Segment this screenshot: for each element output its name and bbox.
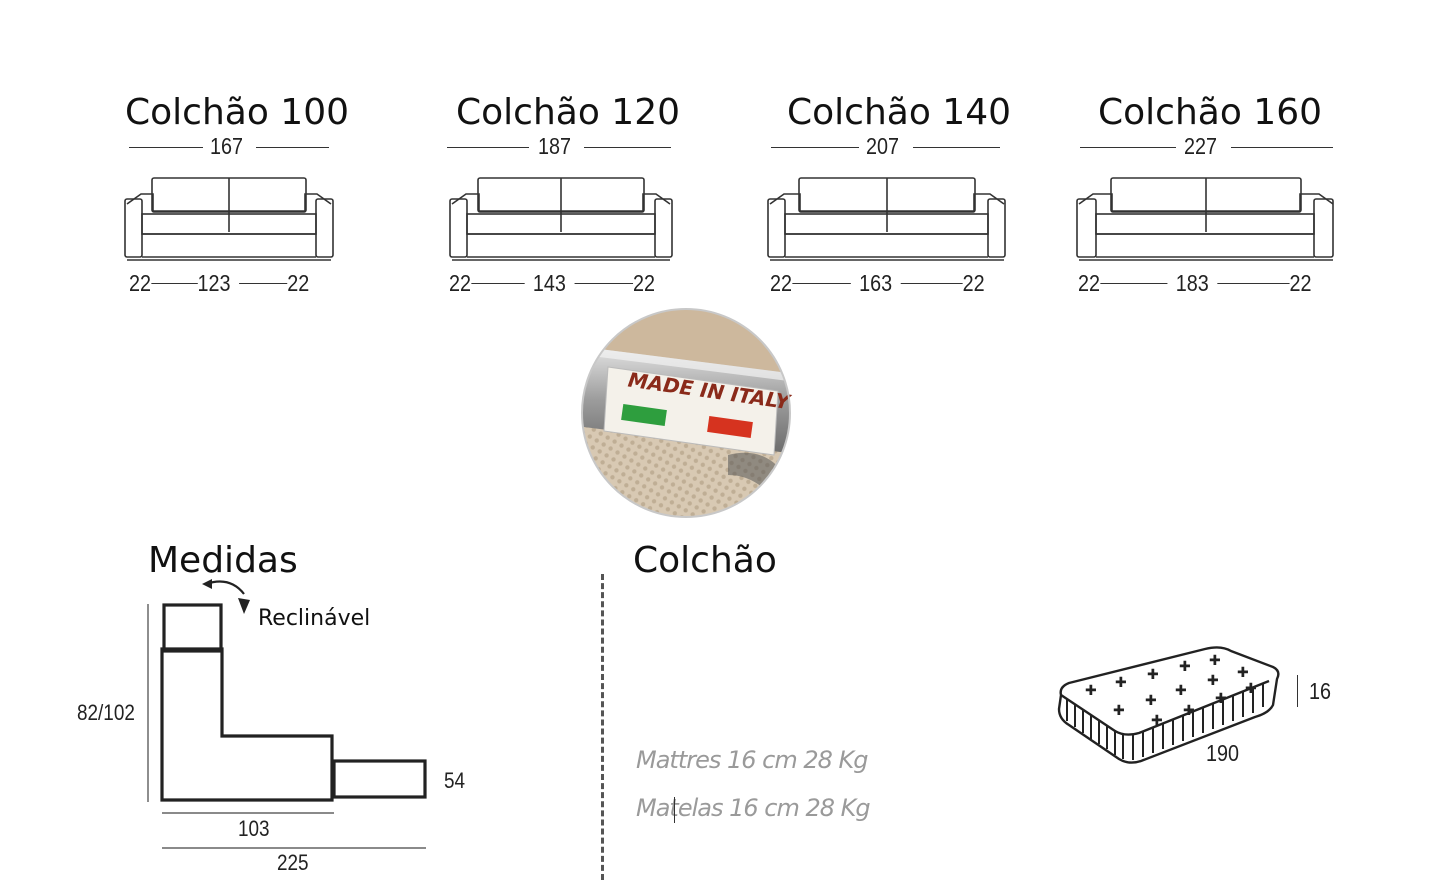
total-width-label: 187 bbox=[538, 133, 572, 159]
height-label: 82/102 bbox=[77, 700, 135, 725]
recliner-profile-drawing bbox=[147, 603, 427, 849]
sofa-drawing bbox=[124, 177, 334, 261]
svg-text:✚: ✚ bbox=[1237, 665, 1249, 681]
total-width-line-right bbox=[584, 147, 671, 148]
width-breakdown: 22 183 22 bbox=[1078, 270, 1327, 297]
sofa-drawing bbox=[1076, 177, 1334, 261]
total-width-line-right bbox=[1231, 147, 1333, 148]
colchao-title: Colchão bbox=[633, 540, 777, 581]
flag-green-icon bbox=[621, 404, 667, 426]
flag-red-icon bbox=[707, 416, 753, 438]
seat-width: 163 bbox=[859, 270, 893, 296]
svg-text:✚: ✚ bbox=[1179, 659, 1191, 675]
mattress-spec-en: Mattres 16 cm 28 Kg bbox=[636, 746, 869, 774]
total-width-line-right bbox=[913, 147, 1000, 148]
mattress-length-label: 190 bbox=[1206, 740, 1240, 766]
total-width-line-left bbox=[129, 147, 203, 148]
recline-arrow-icon bbox=[202, 579, 250, 614]
mattress-drawing: ✚✚✚ ✚✚✚ ✚✚✚ ✚✚✚ ✚✚ bbox=[1057, 646, 1280, 764]
right-arm-width: 22 bbox=[962, 270, 985, 296]
sofa-drawing bbox=[767, 177, 1006, 261]
total-width-label: 207 bbox=[866, 133, 900, 159]
recline-label: Reclinável bbox=[258, 606, 371, 631]
svg-text:✚: ✚ bbox=[1151, 713, 1163, 729]
total-width-label: 167 bbox=[210, 133, 244, 159]
width-breakdown: 22 143 22 bbox=[449, 270, 673, 297]
svg-text:✚: ✚ bbox=[1113, 703, 1125, 719]
width-breakdown: 22 123 22 bbox=[129, 270, 329, 297]
svg-text:✚: ✚ bbox=[1147, 667, 1159, 683]
total-width-label: 227 bbox=[1184, 133, 1218, 159]
seat-width: 183 bbox=[1175, 270, 1209, 296]
svg-text:✚: ✚ bbox=[1145, 693, 1157, 709]
mattress-spec-fr: Matelas 16 cm 28 Kg bbox=[636, 794, 871, 822]
sofa-title: Colchão 140 bbox=[787, 92, 1012, 133]
footrest-height-label: 54 bbox=[444, 768, 466, 793]
svg-text:✚: ✚ bbox=[1175, 683, 1187, 699]
svg-text:✚: ✚ bbox=[1209, 653, 1221, 669]
sofa-drawing bbox=[449, 177, 673, 261]
svg-text:✚: ✚ bbox=[1245, 681, 1257, 697]
total-width-line-left bbox=[1080, 147, 1176, 148]
left-arm-width: 22 bbox=[449, 270, 472, 296]
mattress-height-label: 16 bbox=[1309, 678, 1332, 704]
width-breakdown: 22 163 22 bbox=[770, 270, 1002, 297]
svg-text:✚: ✚ bbox=[1215, 691, 1227, 707]
seat-width: 143 bbox=[532, 270, 566, 296]
svg-text:✚: ✚ bbox=[1085, 683, 1097, 699]
left-arm-width: 22 bbox=[1078, 270, 1101, 296]
total-width-line-left bbox=[771, 147, 859, 148]
made-in-italy-badge: MADE IN ITALY bbox=[581, 308, 794, 518]
sofa-title: Colchão 100 bbox=[125, 92, 350, 133]
right-arm-width: 22 bbox=[287, 270, 310, 296]
seat-depth-label: 103 bbox=[238, 816, 270, 841]
text-cursor bbox=[674, 797, 675, 823]
right-arm-width: 22 bbox=[633, 270, 656, 296]
total-width-line-left bbox=[447, 147, 529, 148]
total-width-line-right bbox=[256, 147, 329, 148]
right-arm-width: 22 bbox=[1289, 270, 1312, 296]
sofa-title: Colchão 160 bbox=[1098, 92, 1323, 133]
medidas-title: Medidas bbox=[148, 540, 298, 581]
seat-width: 123 bbox=[197, 270, 231, 296]
mattress-height-tick bbox=[1297, 675, 1298, 707]
svg-text:✚: ✚ bbox=[1115, 675, 1127, 691]
section-divider bbox=[601, 574, 604, 880]
left-arm-width: 22 bbox=[770, 270, 793, 296]
left-arm-width: 22 bbox=[129, 270, 152, 296]
total-depth-label: 225 bbox=[277, 850, 309, 875]
svg-text:✚: ✚ bbox=[1207, 673, 1219, 689]
svg-text:✚: ✚ bbox=[1183, 703, 1195, 719]
sofa-title: Colchão 120 bbox=[456, 92, 681, 133]
